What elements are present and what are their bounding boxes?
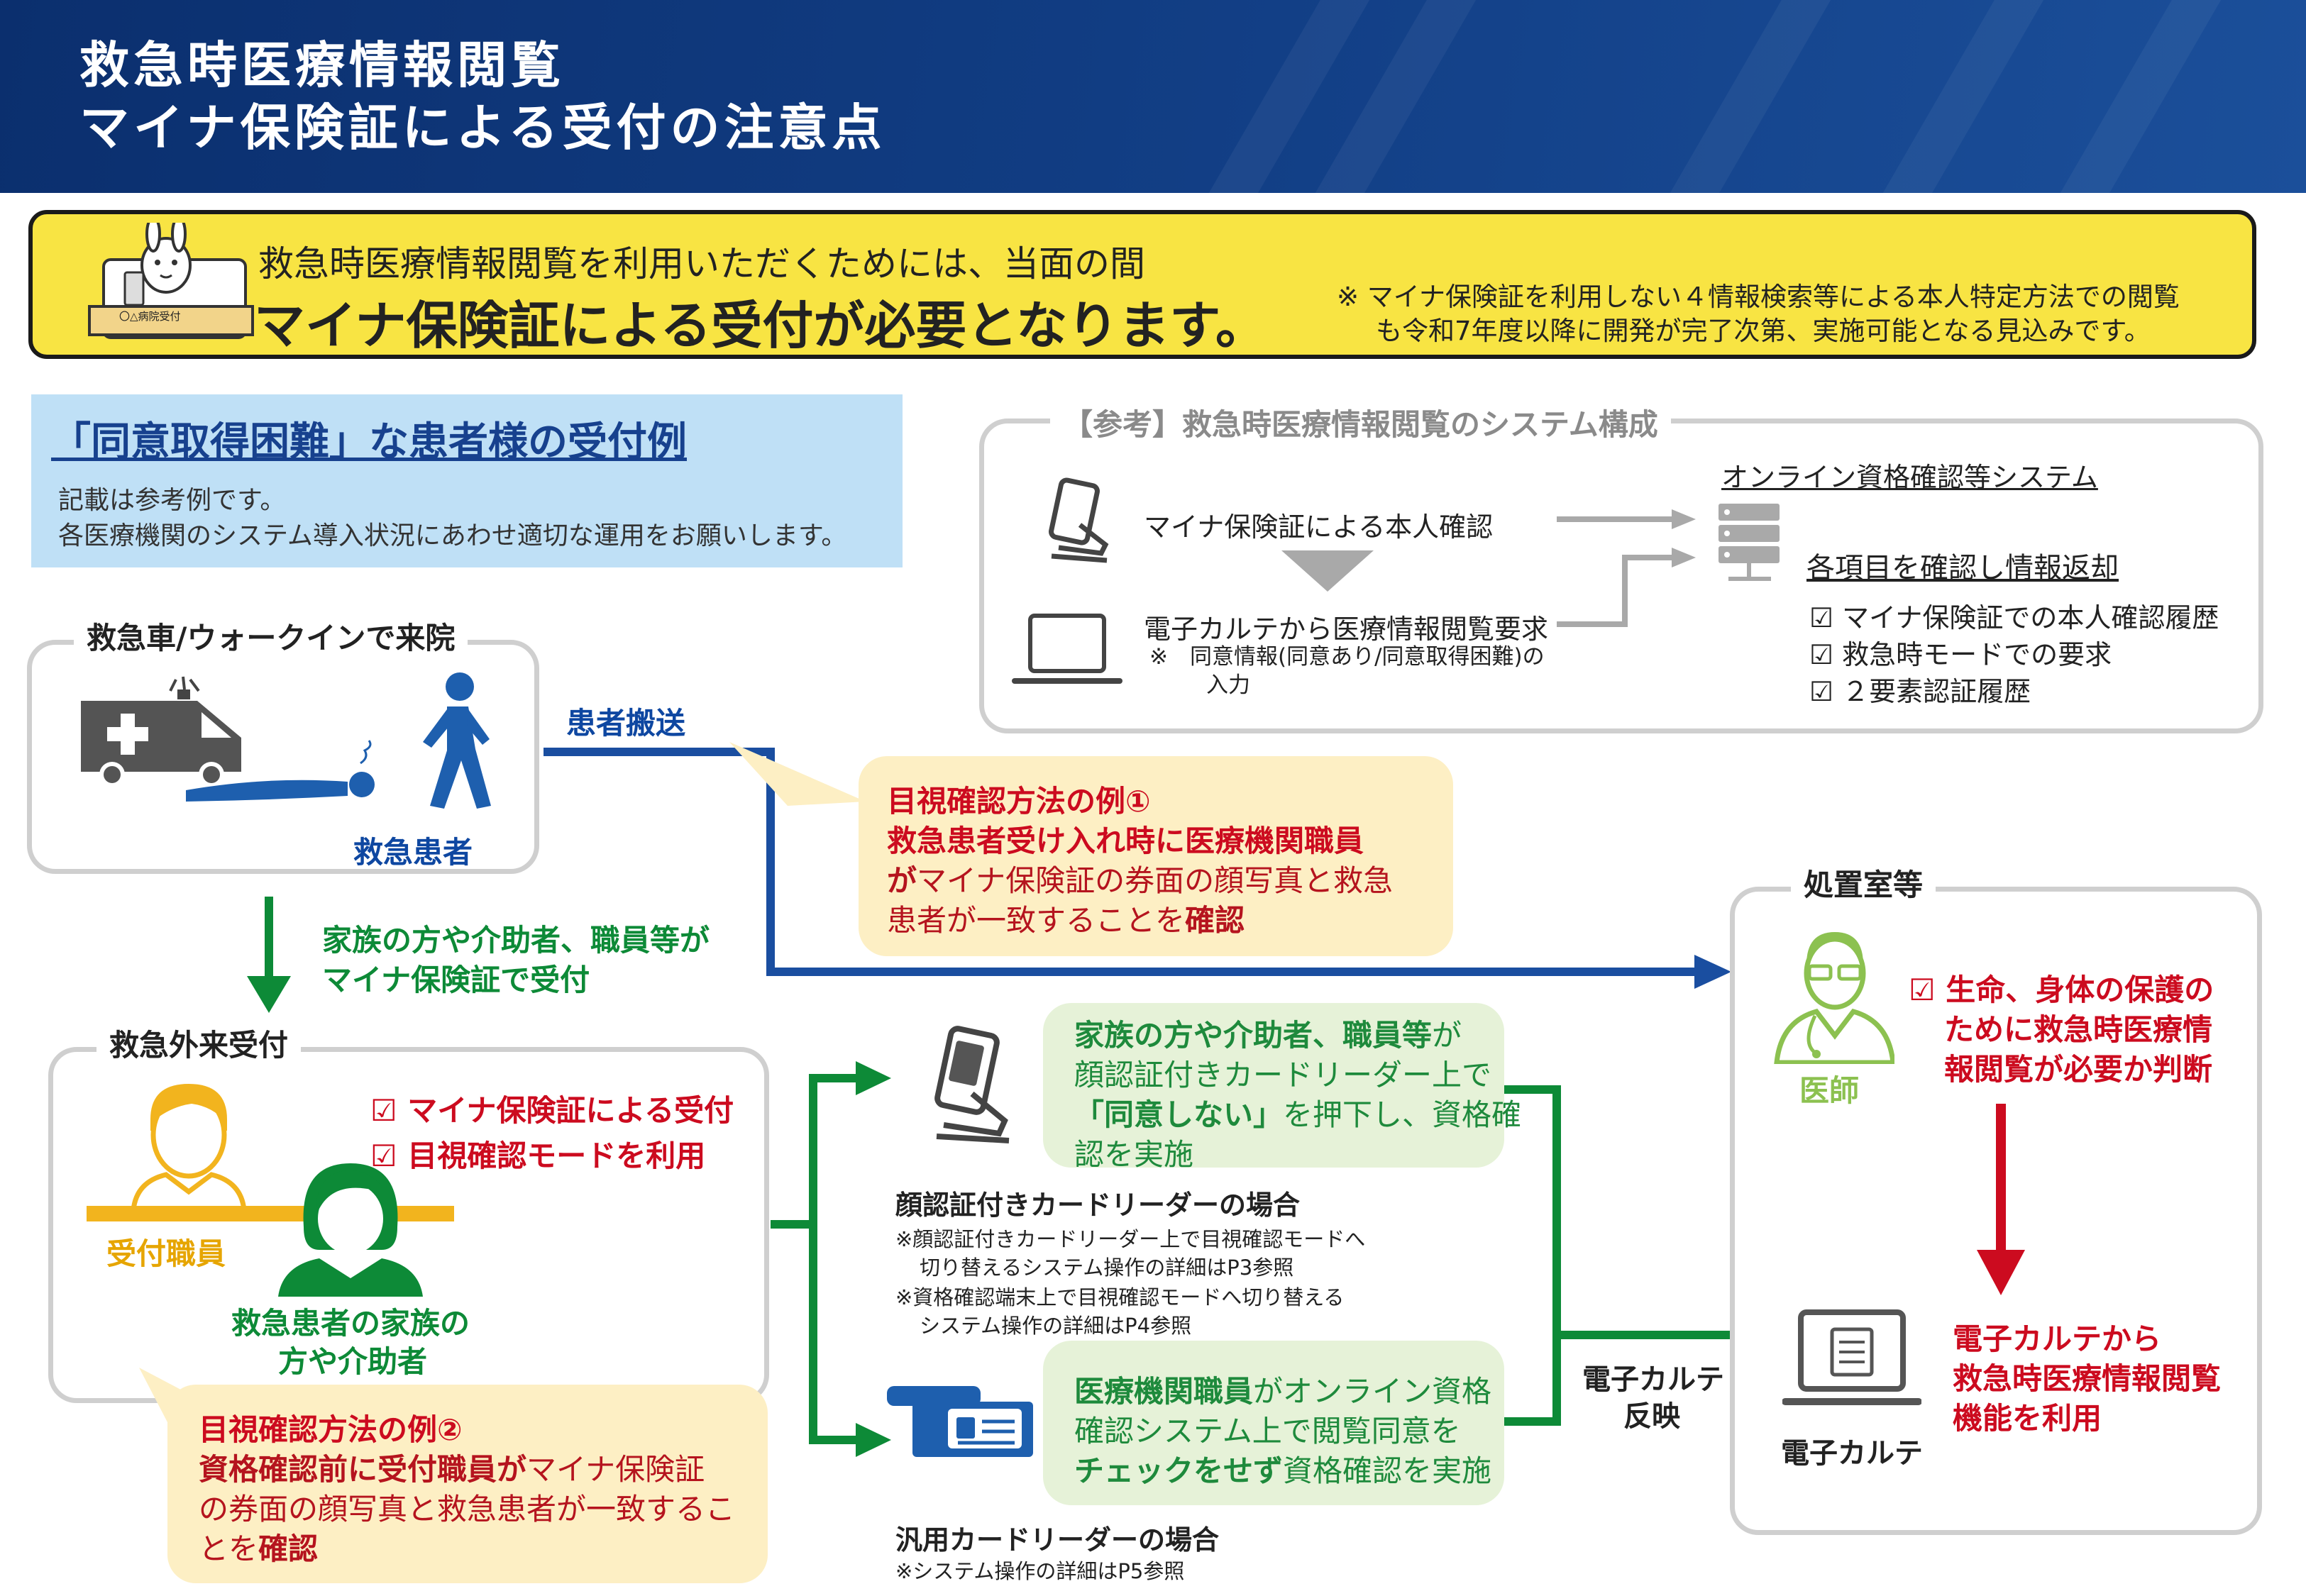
use-line1: 電子カルテから: [1953, 1321, 2162, 1356]
checkbox-icon: ☑: [370, 1093, 408, 1128]
family-flow-line1: 家族の方や介助者、職員等が: [322, 923, 710, 958]
face-reader-line3: 「同意しない」を押下し、資格確: [1074, 1097, 1522, 1132]
judge-line2: ために救急時医療情: [1944, 1012, 2213, 1047]
laptop-icon: [1012, 614, 1122, 684]
emr-label: 電子カルテ: [1781, 1437, 1923, 1470]
lying-patient-icon: [186, 740, 375, 802]
doctor-icon: [1774, 932, 1894, 1064]
face-reader-line2: 顔認証付きカードリーダー上で: [1074, 1058, 1492, 1092]
generic-reader-line3: チェックをせず資格確認を実施: [1074, 1453, 1492, 1488]
transport-label: 患者搬送: [566, 706, 686, 741]
ambulance-icon: [81, 676, 241, 787]
system-identity: マイナ保険証による本人確認: [1144, 511, 1494, 543]
generic-reader-line2: 確認システム上で閲覧同意を: [1074, 1414, 1461, 1448]
checkbox-icon: ☑: [1809, 676, 1843, 707]
server-icon: [1719, 504, 1780, 581]
system-panel-title: 【参考】救急時医療情報閲覧のシステム構成: [1050, 401, 1671, 444]
checkbox-icon: ☑: [1909, 972, 1946, 1007]
banner-main: マイナ保険証による受付が必要となります。: [254, 296, 1267, 355]
judge-line3: 報閲覧が必要か判断: [1944, 1052, 2213, 1087]
reception-title: 救急外来受付: [96, 1021, 302, 1065]
mascot-rabbit-icon: [88, 223, 254, 339]
staff-label: 受付職員: [106, 1236, 226, 1271]
family-label-line2: 方や介助者: [278, 1344, 428, 1379]
visual-check-1-title: 目視確認方法の例①: [887, 784, 1151, 819]
example-title: 「同意取得困難」な患者様の受付例: [51, 419, 687, 465]
reception-check-2: ☑ 目視確認モードを利用: [370, 1138, 706, 1173]
face-reader-note1: ※顔認証付きカードリーダー上で目視確認モードへ: [895, 1227, 1366, 1251]
face-reader-note2: 切り替えるシステム操作の詳細はP3参照: [920, 1256, 1294, 1280]
example-line2: 各医療機関のシステム導入状況にあわせ適切な運用をお願いします。: [58, 521, 847, 550]
visual-check-1-line1: 救急患者受け入れ時に医療機関職員: [887, 824, 1364, 858]
system-check-1: ☑ マイナ保険証での本人確認履歴: [1809, 602, 2219, 633]
reception-check-1: ☑ マイナ保険証による受付: [370, 1093, 734, 1128]
card-reader-icon: [1049, 477, 1109, 563]
generic-reader-title: 汎用カードリーダーの場合: [895, 1524, 1220, 1556]
doctor-label: 医師: [1799, 1073, 1860, 1108]
visual-check-2-line1: 資格確認前に受付職員がマイナ保険証: [199, 1452, 705, 1487]
down-green-arrow: [247, 897, 291, 1013]
notice-banner: 〇△病院受付 救急時医療情報閲覧を利用いただくためには、当面の間 マイナ保険証に…: [28, 210, 2256, 359]
visual-check-2-line3: とを確認: [199, 1531, 319, 1566]
page-title-line1: 救急時医療情報閲覧: [79, 36, 565, 94]
page-header: 救急時医療情報閲覧 マイナ保険証による受付の注意点: [0, 0, 2306, 193]
use-line2: 救急時医療情報閲覧: [1953, 1361, 2222, 1396]
checkbox-icon: ☑: [370, 1138, 408, 1173]
visual-check-1-bubble: 目視確認方法の例① 救急患者受け入れ時に医療機関職員 がマイナ保険証の券面の顔写…: [859, 756, 1453, 956]
check-return-label: 各項目を確認し情報返却: [1806, 552, 2119, 584]
visual-check-1-line3: 患者が一致することを確認: [887, 903, 1245, 938]
family-member-icon: [278, 1163, 423, 1297]
visual-check-2-title: 目視確認方法の例②: [199, 1412, 463, 1447]
face-reader-note4: システム操作の詳細はP4参照: [920, 1314, 1192, 1338]
emr-reflect-line2: 反映: [1623, 1400, 1680, 1433]
visual-check-1-line2: がマイナ保険証の券面の顔写真と救急: [887, 863, 1394, 898]
page-title-line2: マイナ保険証による受付の注意点: [79, 99, 886, 157]
patient-label: 救急患者: [353, 835, 473, 870]
down-red-arrow: [1977, 1104, 2025, 1295]
face-reader-line1: 家族の方や介助者、職員等が: [1074, 1018, 1462, 1053]
banner-lead: 救急時医療情報閲覧を利用いただくためには、当面の間: [258, 243, 1145, 284]
example-line1: 記載は参考例です。: [58, 486, 286, 515]
treatment-title: 処置室等: [1791, 861, 1936, 904]
banner-note-line2: も令和7年度以降に開発が完了次第、実施可能となる見込みです。: [1376, 316, 2151, 346]
generic-reader-note: ※システム操作の詳細はP5参照: [895, 1559, 1185, 1583]
judge-line1: ☑ 生命、身体の保護の: [1909, 972, 2214, 1007]
system-check-2: ☑ 救急時モードでの要求: [1809, 639, 2112, 670]
face-reader-bubble: 家族の方や介助者、職員等が 顔認証付きカードリーダー上で 「同意しない」を押下し…: [1043, 1003, 1521, 1172]
face-reader-line4: 認を実施: [1074, 1137, 1194, 1172]
family-label-line1: 救急患者の家族の: [231, 1306, 470, 1341]
reception-staff-icon: [131, 1084, 247, 1211]
walking-person-icon: [423, 672, 491, 809]
down-triangle-icon: [1281, 550, 1374, 592]
arrival-title: 救急車/ウォークインで来院: [74, 614, 468, 658]
face-card-reader-icon: [934, 1026, 1010, 1143]
system-request-note2: 入力: [1206, 672, 1250, 698]
visual-check-2-bubble: 目視確認方法の例② 資格確認前に受付職員がマイナ保険証 の券面の顔写真と救急患者…: [167, 1385, 768, 1583]
use-line3: 機能を利用: [1953, 1401, 2102, 1436]
face-reader-note3: ※資格確認端末上で目視確認モードへ切り替える: [895, 1285, 1345, 1309]
system-check-3: ☑ ２要素認証履歴: [1809, 676, 2031, 707]
emr-laptop-icon: [1782, 1309, 1921, 1405]
bubble-pointer: [729, 742, 866, 806]
checkbox-icon: ☑: [1809, 639, 1843, 670]
visual-check-2-line2: の券面の顔写真と救急患者が一致するこ: [199, 1492, 736, 1526]
family-flow-line2: マイナ保険証で受付: [322, 963, 590, 997]
generic-reader-bubble: 医療機関職員がオンライン資格 確認システム上で閲覧同意を チェックをせず資格確認…: [1043, 1341, 1504, 1505]
desk-label: 〇△病院受付: [119, 310, 181, 323]
generic-reader-line1: 医療機関職員がオンライン資格: [1074, 1374, 1492, 1409]
generic-card-reader-icon: [887, 1386, 1033, 1457]
online-system-label: オンライン資格確認等システム: [1721, 462, 2098, 493]
system-flow-arrows: [1557, 509, 1696, 627]
example-box: 「同意取得困難」な患者様の受付例 記載は参考例です。 各医療機関のシステム導入状…: [31, 394, 903, 567]
system-request: 電子カルテから医療情報閲覧要求: [1144, 614, 1549, 645]
banner-note-line1: ※ マイナ保険証を利用しない４情報検索等による本人特定方法での閲覧: [1337, 282, 2180, 312]
face-reader-title: 顔認証付きカードリーダーの場合: [895, 1190, 1301, 1221]
checkbox-icon: ☑: [1809, 602, 1843, 633]
emr-reflect-line1: 電子カルテ: [1582, 1363, 1724, 1396]
system-request-note1: ※ 同意情報(同意あり/同意取得困難)の: [1149, 644, 1545, 670]
